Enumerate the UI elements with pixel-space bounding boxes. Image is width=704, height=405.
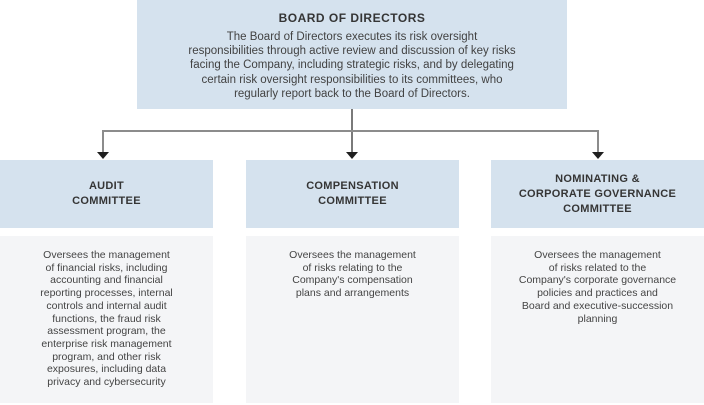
audit-committee-header: AUDIT COMMITTEE xyxy=(0,160,213,228)
connector-vertical-right xyxy=(597,130,599,152)
connector-horizontal xyxy=(102,130,599,132)
connector-vertical-left xyxy=(102,130,104,152)
board-of-directors-box: BOARD OF DIRECTORS The Board of Director… xyxy=(137,0,567,109)
nominating-committee-description: Oversees the management of risks related… xyxy=(491,236,704,403)
compensation-committee-header: COMPENSATION COMMITTEE xyxy=(246,160,459,228)
board-description: The Board of Directors executes its risk… xyxy=(188,31,516,100)
audit-committee-description: Oversees the management of financial ris… xyxy=(0,236,213,403)
arrow-down-icon xyxy=(346,152,358,159)
compensation-committee-description: Oversees the management of risks relatin… xyxy=(246,236,459,403)
board-title: BOARD OF DIRECTORS xyxy=(278,11,426,25)
arrow-down-icon xyxy=(97,152,109,159)
nominating-committee-header: NOMINATING & CORPORATE GOVERNANCE COMMIT… xyxy=(491,160,704,228)
arrow-down-icon xyxy=(592,152,604,159)
